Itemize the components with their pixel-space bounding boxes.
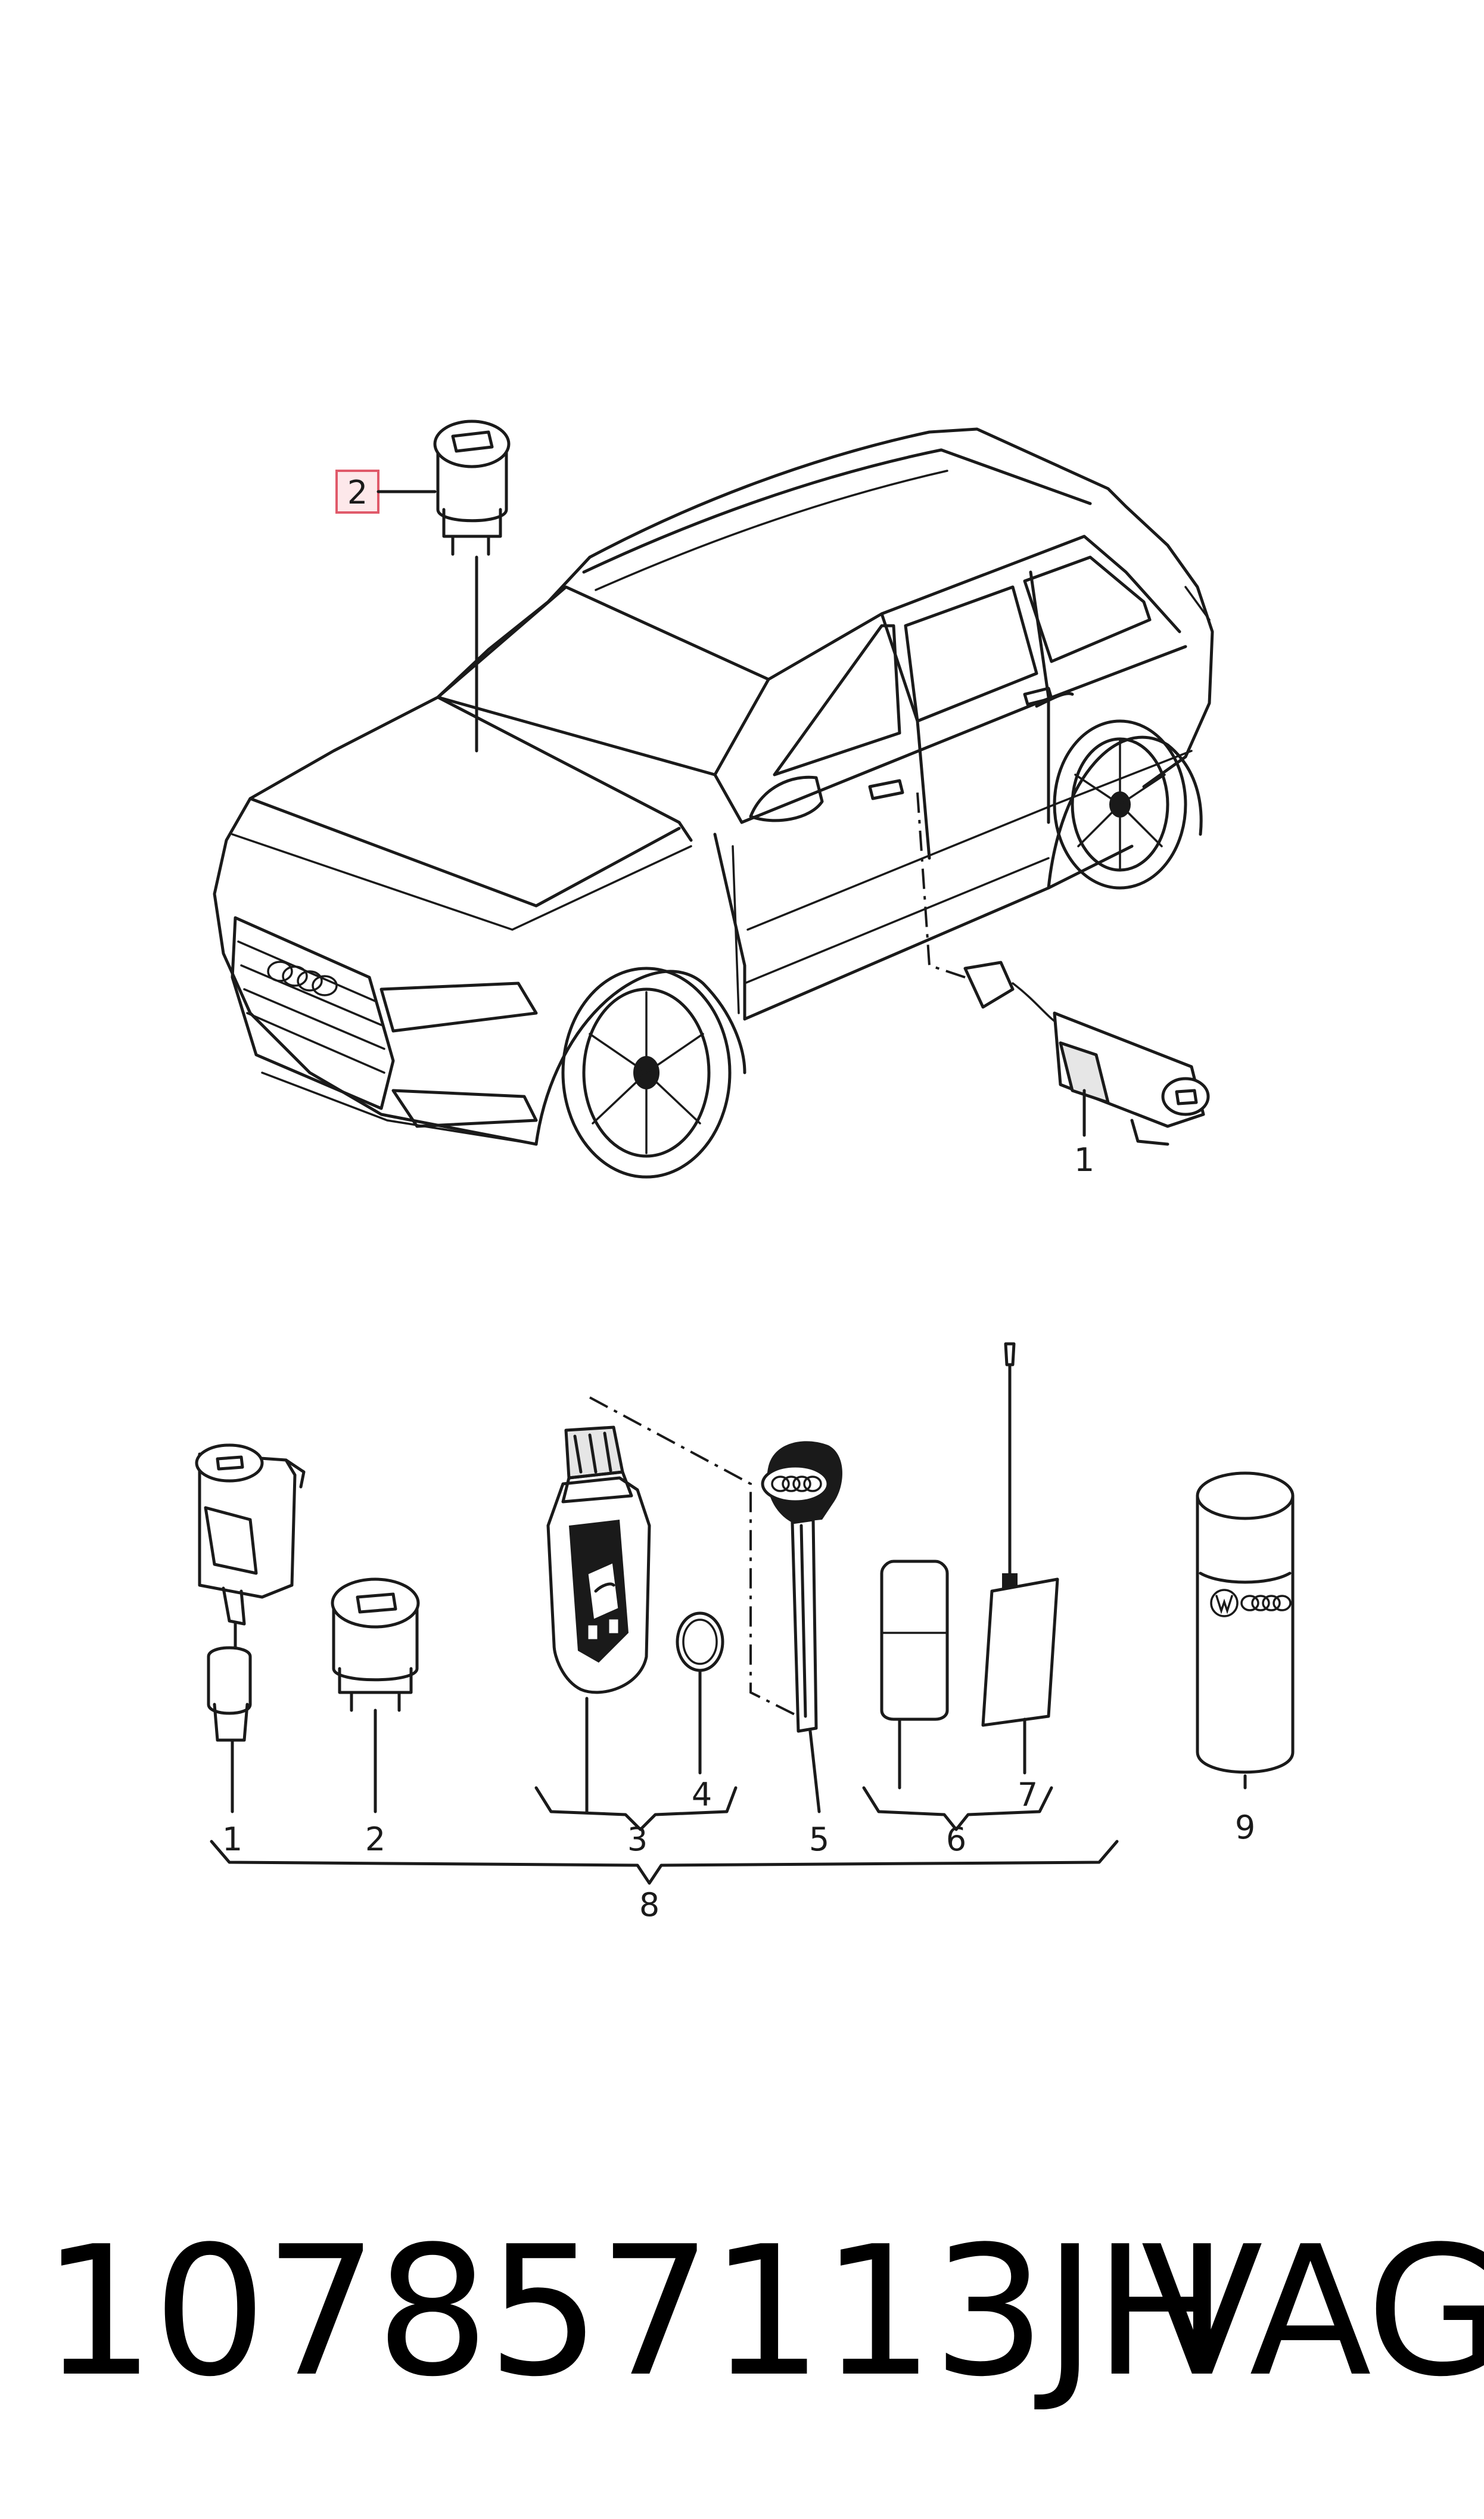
car-illustration <box>213 427 1214 1179</box>
part-2-lock-cylinder: 2 <box>331 1577 420 1858</box>
part-3-key-fob: 3 <box>546 1425 651 1858</box>
front-rings-logo <box>267 961 338 996</box>
brand-label: VAG <box>1141 2208 1484 2416</box>
part-7-antenna: 7 <box>981 1342 1059 1813</box>
top-lock-cylinder <box>433 420 511 753</box>
can-vw-logo <box>1210 1589 1239 1617</box>
callout-b6: 6 <box>946 1821 966 1858</box>
front-wheel-spokes <box>589 991 704 1154</box>
part-4-battery: 4 <box>676 1611 724 1813</box>
callout-b2: 2 <box>365 1821 385 1858</box>
rear-wheel-spokes <box>1074 738 1166 871</box>
leader-fob-key <box>589 1396 799 1717</box>
callout-highlight-top-part: 2 <box>335 470 437 514</box>
callout-top-door-lock: 1 <box>1074 1141 1094 1179</box>
bracket-6-7 <box>862 1786 1053 1831</box>
callout-top-part: 2 <box>347 474 368 511</box>
part-1-lock-cylinder-lever: 1 <box>195 1443 306 1858</box>
part-number: 107857113JH <box>42 2208 1228 2416</box>
callout-b9: 9 <box>1235 1809 1255 1846</box>
callout-b8: 8 <box>639 1886 659 1924</box>
bracket-8 <box>210 1840 1119 1885</box>
top-door-lock-assembly: 1 <box>963 961 1210 1179</box>
leader-door-lock <box>916 792 966 979</box>
part-6-card <box>880 1560 949 1790</box>
can-rings-logo <box>1240 1595 1292 1611</box>
callout-b1: 1 <box>222 1821 242 1858</box>
callout-b7: 7 <box>1018 1776 1038 1813</box>
callout-b4: 4 <box>692 1776 712 1813</box>
part-9-spray-can: 9 <box>1196 1471 1295 1846</box>
part-5-emergency-key: 5 <box>761 1441 842 1858</box>
bracket-3-4 <box>534 1786 738 1831</box>
callout-b5: 5 <box>809 1821 829 1858</box>
